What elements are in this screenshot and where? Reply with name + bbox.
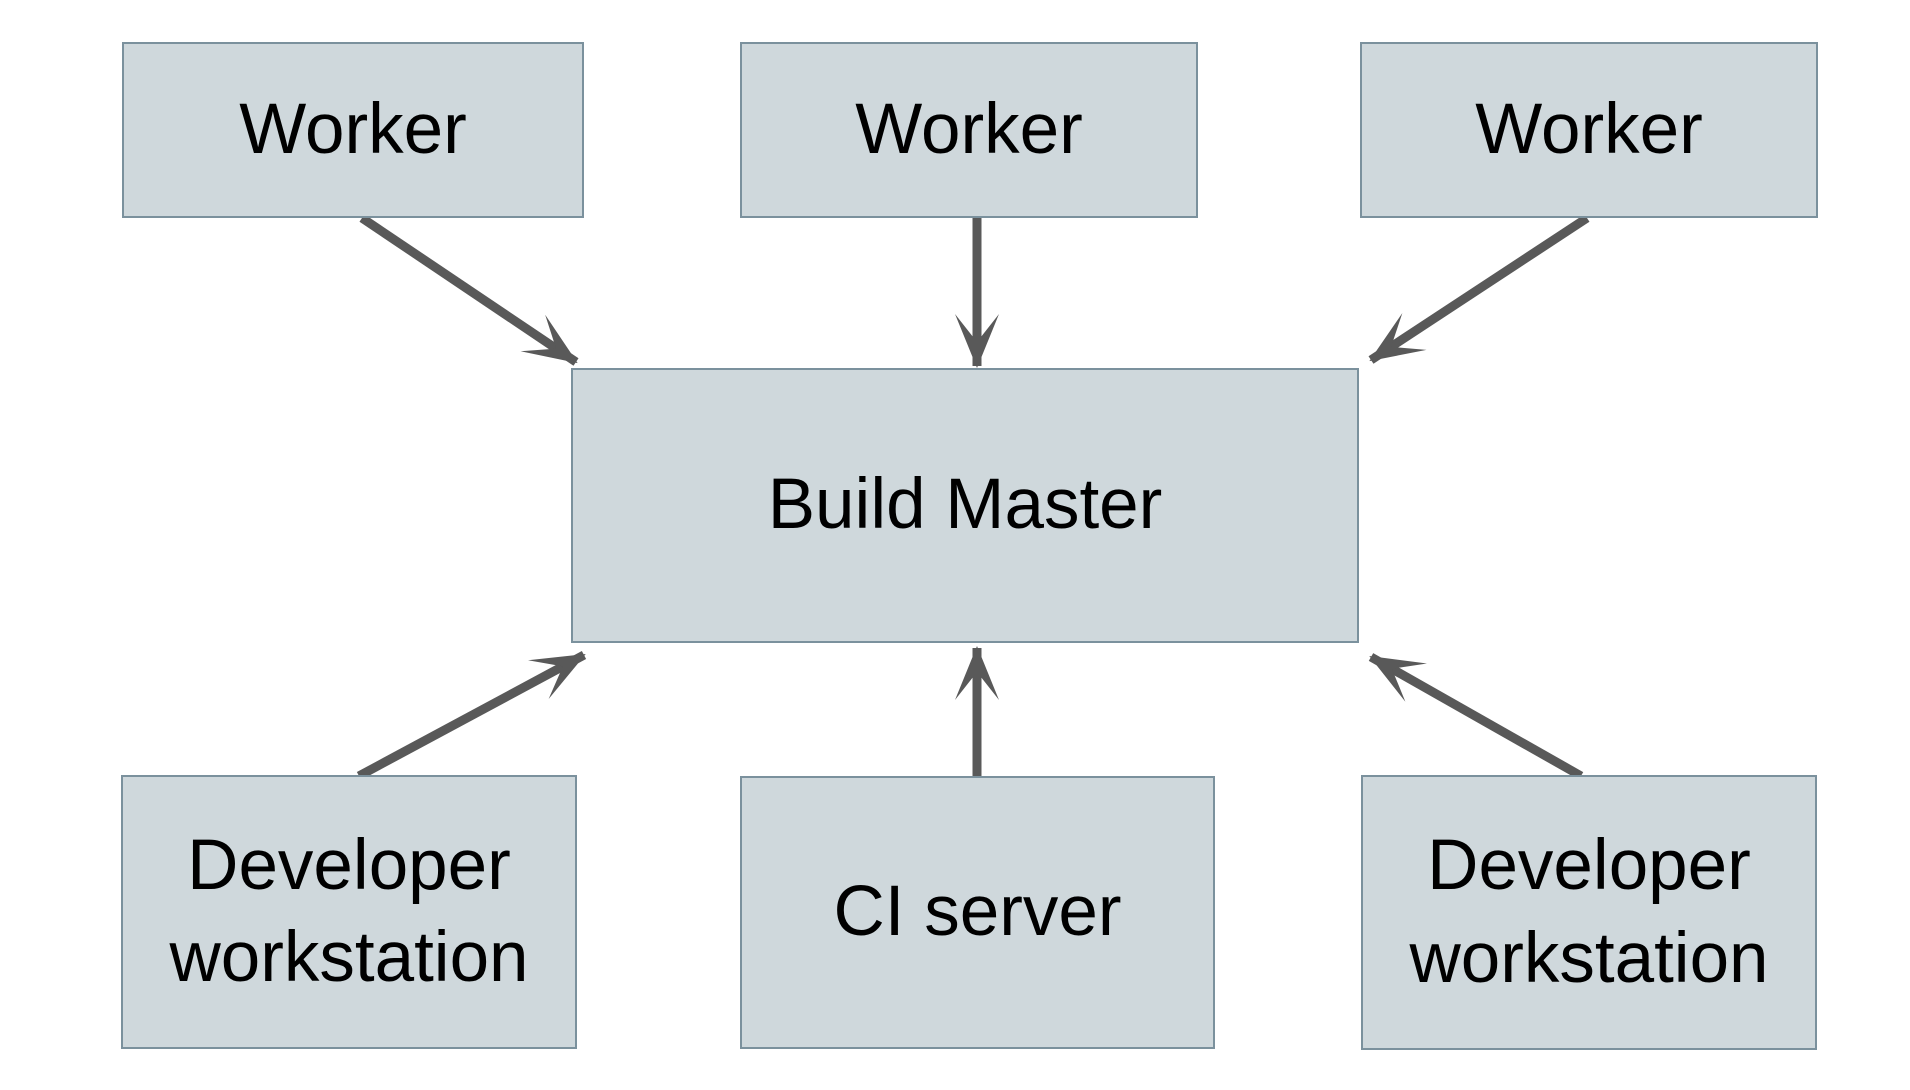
arrow-worker-3-to-build-master bbox=[1368, 214, 1590, 364]
worker-2-label: Worker bbox=[855, 89, 1083, 169]
developer-workstation-left-box: Developer workstation bbox=[121, 775, 577, 1049]
build-master-box: Build Master bbox=[571, 368, 1359, 643]
developer-workstation-left-label: Developer workstation bbox=[169, 825, 529, 997]
developer-workstation-right-label: Developer workstation bbox=[1409, 826, 1769, 998]
worker-1-box: Worker bbox=[122, 42, 584, 218]
developer-workstation-right-box: Developer workstation bbox=[1361, 775, 1817, 1050]
worker-2-box: Worker bbox=[740, 42, 1198, 218]
build-master-label: Build Master bbox=[767, 465, 1163, 545]
worker-3-box: Worker bbox=[1360, 42, 1818, 218]
arrow-developer-workstation-left-to-build-master bbox=[356, 651, 587, 780]
worker-1-label: Worker bbox=[239, 89, 467, 169]
arrow-developer-workstation-right-to-build-master bbox=[1368, 653, 1584, 780]
ci-server-box: CI server bbox=[740, 776, 1215, 1049]
arrow-worker-1-to-build-master bbox=[359, 214, 579, 366]
worker-3-label: Worker bbox=[1475, 89, 1703, 169]
ci-server-label: CI server bbox=[833, 872, 1122, 952]
